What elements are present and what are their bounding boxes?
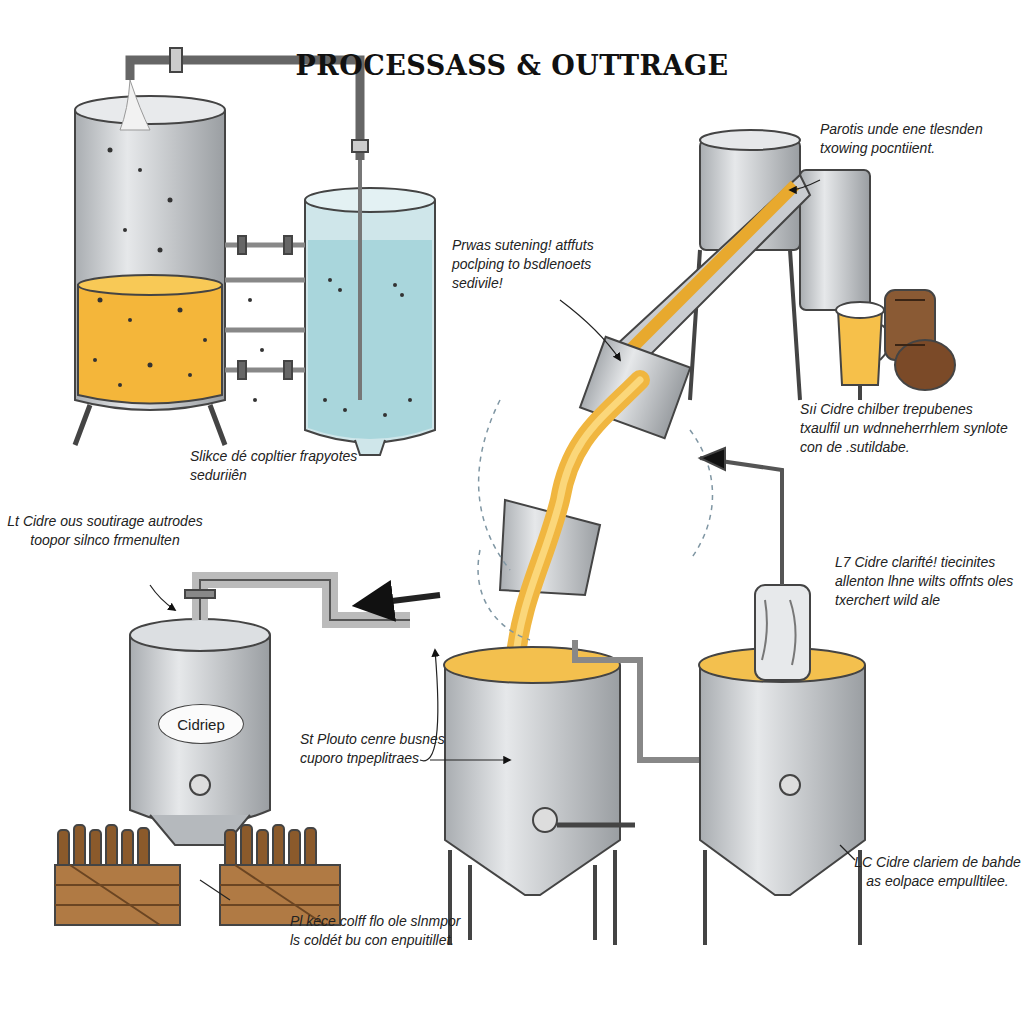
sediment-dots <box>93 148 412 418</box>
node-text: Cidriep <box>177 716 225 733</box>
callout-text: St Plouto cenre busnes cuporo tnpeplitra… <box>300 730 450 768</box>
callout-text: L7 Cidre clarifté! tiecinites allenton l… <box>835 553 1020 610</box>
callout-text: Slikce dé copltier frapyotes seduriiên <box>190 447 365 485</box>
callout-text: Lt Cidre ous soutirage autrodes toopor s… <box>5 512 205 550</box>
callout-text: LC Cidre clariem de bahde as eolpace emp… <box>850 853 1024 891</box>
diagram-title: PROCESSASS & OUTTRAGE <box>0 50 1024 81</box>
callout-text: Prwas sutening! atffuts poclping to bsdl… <box>452 236 642 293</box>
swirl-lines <box>478 400 712 640</box>
callout-text: Parotis unde ene tlesnden txowing pocnti… <box>820 120 990 158</box>
callout-text: Pl kéce colff flo ole slnmpor ls coldét … <box>290 912 465 950</box>
callout-text: Sıi Cidre chilber trepubenes txaulfil un… <box>800 400 1015 457</box>
fermenter-tanks <box>75 48 435 455</box>
tank-label: Cidriep <box>158 704 244 744</box>
leader-lines <box>150 180 855 900</box>
